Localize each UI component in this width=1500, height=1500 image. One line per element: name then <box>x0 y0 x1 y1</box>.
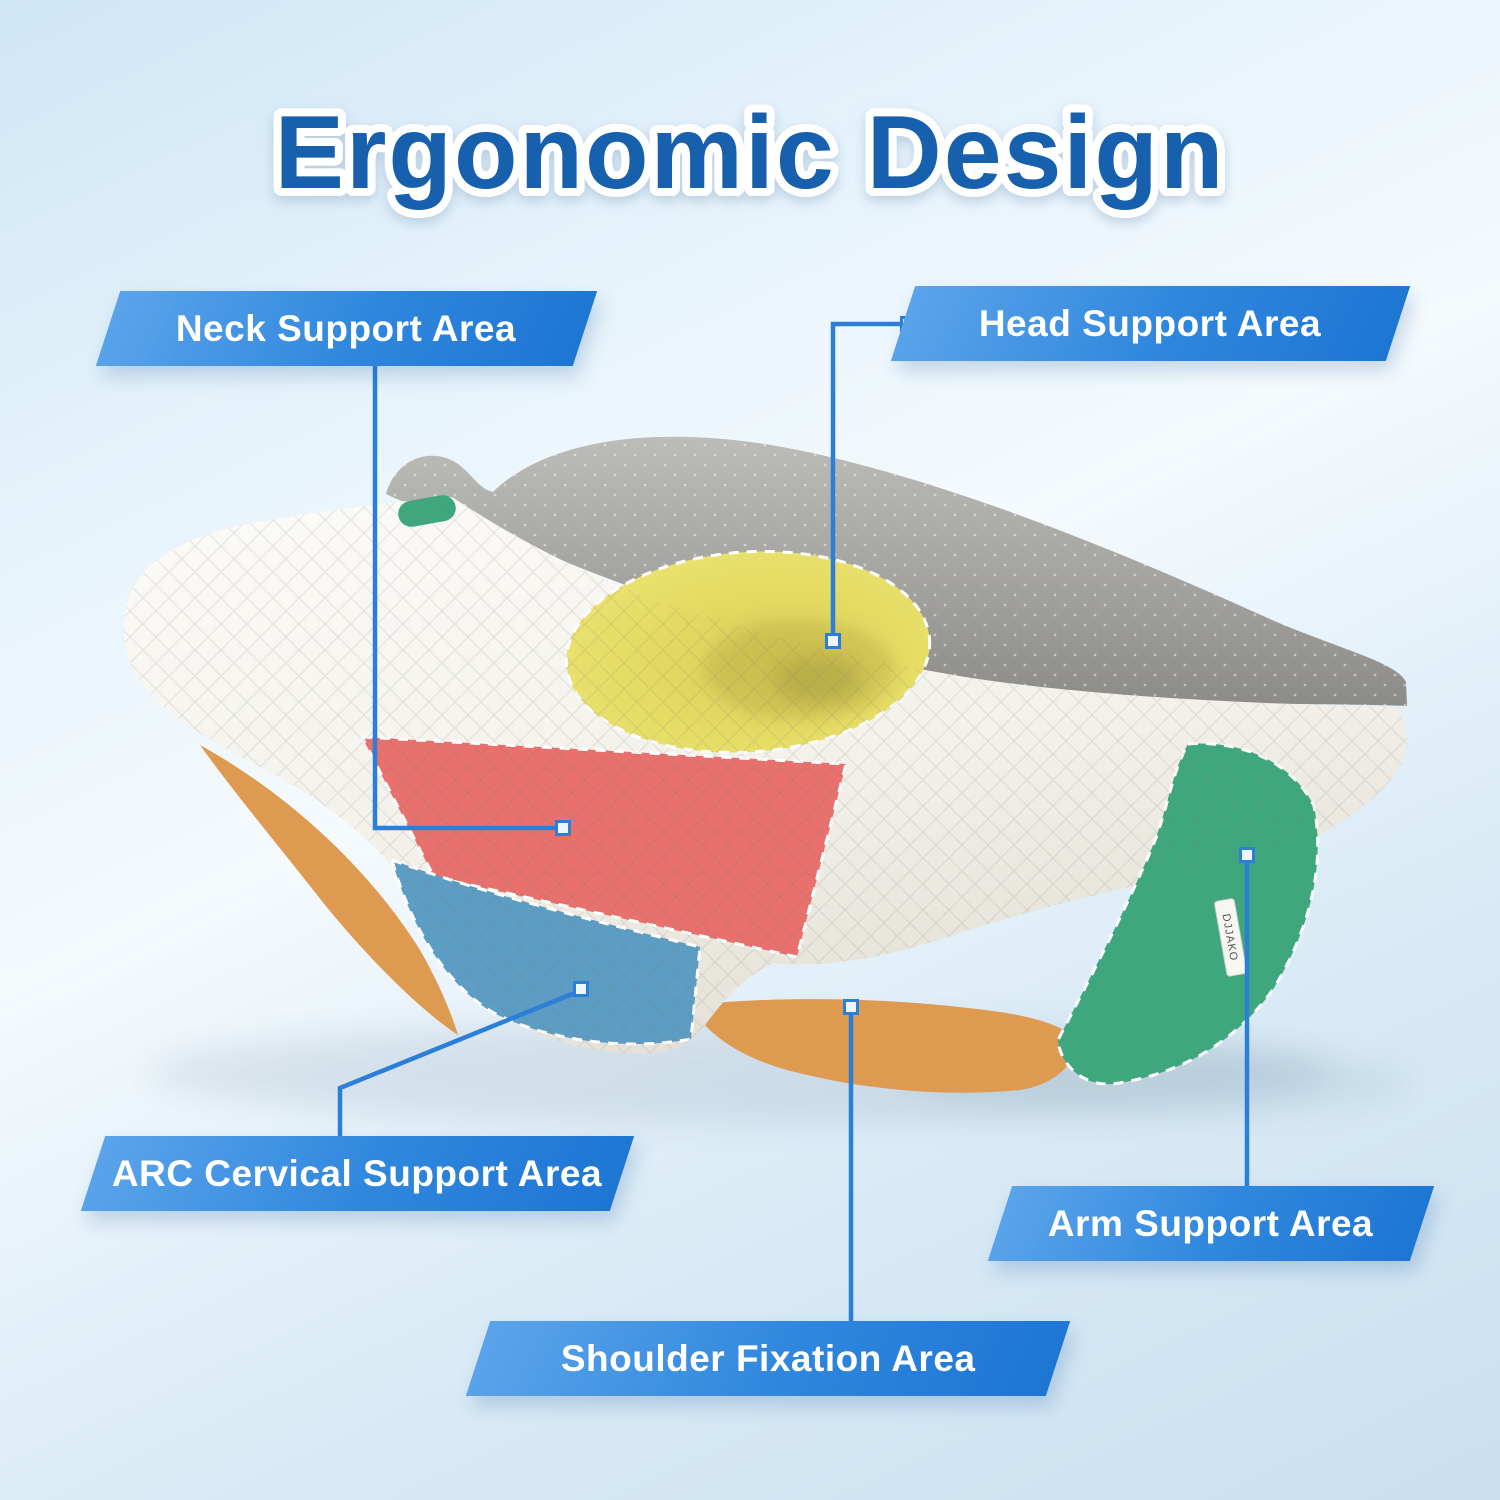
marker-neck <box>555 820 571 836</box>
page-title: Ergonomic Design <box>275 95 1226 211</box>
label-shoulder: Shoulder Fixation Area <box>560 1337 976 1379</box>
connector-head <box>830 321 905 636</box>
shoulder-fixation-zone-left <box>200 745 458 1035</box>
label-banner-arm: Arm Support Area <box>987 1186 1435 1261</box>
brand-tag: DJJAKO <box>1214 898 1248 977</box>
label-arc-cervical: ARC Cervical Support Area <box>112 1152 603 1194</box>
label-banner-head: Head Support Area <box>890 286 1411 361</box>
marker-head <box>825 633 841 649</box>
label-neck: Neck Support Area <box>176 307 517 349</box>
brand-tag-fabric <box>1214 898 1248 977</box>
label-banner-arc-cervical: ARC Cervical Support Area <box>80 1136 635 1211</box>
label-banner-shoulder: Shoulder Fixation Area <box>465 1321 1071 1396</box>
label-head: Head Support Area <box>979 302 1322 344</box>
connector-lines <box>337 321 1250 1321</box>
shoulder-fixation-zone-center <box>690 999 1080 1093</box>
marker-arc <box>573 981 589 997</box>
connector-arc <box>337 989 578 1136</box>
label-banner-neck: Neck Support Area <box>95 291 598 366</box>
marker-arm <box>1239 847 1255 863</box>
connector-neck <box>372 366 556 831</box>
marker-shoulder <box>843 999 859 1015</box>
label-arm: Arm Support Area <box>1048 1202 1374 1244</box>
